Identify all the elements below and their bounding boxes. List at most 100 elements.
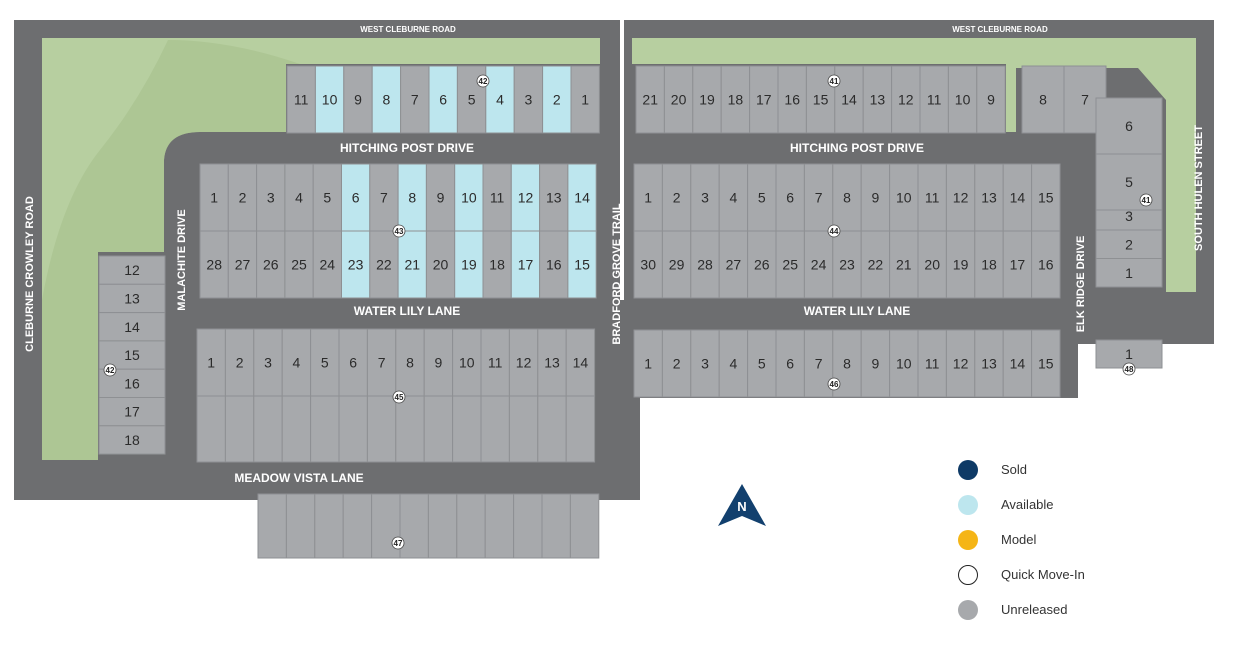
- lot-b45-top-4[interactable]: 4: [281, 328, 312, 397]
- lot-b45-top-13[interactable]: 13: [537, 328, 567, 397]
- lot-b45-bottom-11[interactable]: [480, 395, 510, 463]
- lot-b45-top-10[interactable]: 10: [452, 328, 482, 397]
- lot-b47-1[interactable]: [257, 493, 287, 559]
- lot-b45-bottom-7[interactable]: [366, 395, 397, 463]
- lot-b42-top-11[interactable]: 11: [286, 65, 316, 134]
- lot-b47-8[interactable]: [456, 493, 486, 559]
- lot-b43-bottom-15[interactable]: 15: [567, 230, 597, 299]
- lot-b45-bottom-10[interactable]: [452, 395, 482, 463]
- lot-b44-top-10[interactable]: 10: [889, 163, 919, 232]
- lot-b46-3[interactable]: 3: [690, 329, 720, 398]
- lot-b42-top-9[interactable]: 9: [343, 65, 373, 134]
- lot-b41-top-9[interactable]: 9: [976, 65, 1006, 134]
- lot-b43-bottom-27[interactable]: 27: [227, 230, 258, 299]
- lot-b42-left-14[interactable]: 14: [98, 312, 166, 342]
- lot-b44-bottom-21[interactable]: 21: [889, 230, 919, 299]
- lot-b44-bottom-24[interactable]: 24: [803, 230, 834, 299]
- lot-b41-top-20[interactable]: 20: [663, 65, 694, 134]
- lot-b44-top-1[interactable]: 1: [633, 163, 663, 232]
- lot-b46-2[interactable]: 2: [661, 329, 692, 398]
- lot-b42-top-6[interactable]: 6: [428, 65, 458, 134]
- lot-b43-bottom-25[interactable]: 25: [284, 230, 314, 299]
- lot-b41-top-13[interactable]: 13: [862, 65, 893, 134]
- lot-b43-bottom-28[interactable]: 28: [199, 230, 229, 299]
- lot-b42-top-1[interactable]: 1: [570, 65, 600, 134]
- lot-b43-top-14[interactable]: 14: [567, 163, 597, 232]
- lot-b43-top-8[interactable]: 8: [397, 163, 427, 232]
- lot-b41-top-14[interactable]: 14: [834, 65, 864, 134]
- lot-b43-top-7[interactable]: 7: [369, 163, 399, 232]
- lot-b43-top-2[interactable]: 2: [227, 163, 258, 232]
- lot-b41-right-top-6[interactable]: 6: [1095, 97, 1163, 155]
- lot-b45-top-2[interactable]: 2: [224, 328, 255, 397]
- lot-b42-top-10[interactable]: 10: [314, 65, 345, 134]
- lot-b44-top-11[interactable]: 11: [917, 163, 947, 232]
- lot-b42-left-18[interactable]: 18: [98, 425, 166, 455]
- lot-b43-top-11[interactable]: 11: [482, 163, 512, 232]
- lot-b46-1[interactable]: 1: [633, 329, 663, 398]
- lot-b41-top-corner-8[interactable]: 8: [1021, 65, 1065, 134]
- lot-b44-bottom-17[interactable]: 17: [1002, 230, 1033, 299]
- lot-b46-14[interactable]: 14: [1002, 329, 1033, 398]
- lot-b41-top-17[interactable]: 17: [749, 65, 779, 134]
- lot-b45-top-12[interactable]: 12: [508, 328, 539, 397]
- lot-b44-top-6[interactable]: 6: [775, 163, 805, 232]
- lot-b47-6[interactable]: [399, 493, 429, 559]
- lot-b41-top-16[interactable]: 16: [777, 65, 807, 134]
- lot-b43-bottom-16[interactable]: 16: [539, 230, 569, 299]
- lot-b42-left-17[interactable]: 17: [98, 397, 166, 427]
- lot-b42-left-13[interactable]: 13: [98, 283, 166, 314]
- lot-b44-bottom-20[interactable]: 20: [917, 230, 947, 299]
- lot-b41-top-11[interactable]: 11: [919, 65, 949, 134]
- lot-b43-top-3[interactable]: 3: [256, 163, 286, 232]
- lot-b44-top-5[interactable]: 5: [747, 163, 777, 232]
- lot-b45-top-8[interactable]: 8: [395, 328, 425, 397]
- lot-b46-15[interactable]: 15: [1031, 329, 1061, 398]
- lot-b45-bottom-4[interactable]: [281, 395, 312, 463]
- lot-b43-top-9[interactable]: 9: [425, 163, 456, 232]
- lot-b43-bottom-18[interactable]: 18: [482, 230, 512, 299]
- lot-b44-bottom-18[interactable]: 18: [974, 230, 1004, 299]
- lot-b44-top-7[interactable]: 7: [803, 163, 834, 232]
- lot-b43-top-10[interactable]: 10: [454, 163, 484, 232]
- lot-b41-top-15[interactable]: 15: [805, 65, 836, 134]
- lot-b46-9[interactable]: 9: [860, 329, 891, 398]
- lot-b43-bottom-20[interactable]: 20: [425, 230, 456, 299]
- lot-b45-bottom-9[interactable]: [423, 395, 454, 463]
- lot-b45-bottom-14[interactable]: [565, 395, 596, 463]
- lot-b41-top-18[interactable]: 18: [720, 65, 751, 134]
- lot-b43-bottom-24[interactable]: 24: [312, 230, 343, 299]
- lot-b42-top-2[interactable]: 2: [542, 65, 572, 134]
- lot-b43-bottom-23[interactable]: 23: [341, 230, 371, 299]
- lot-b45-bottom-6[interactable]: [338, 395, 368, 463]
- lot-b44-top-15[interactable]: 15: [1031, 163, 1061, 232]
- lot-b46-10[interactable]: 10: [889, 329, 919, 398]
- lot-b45-top-3[interactable]: 3: [253, 328, 283, 397]
- lot-b43-bottom-22[interactable]: 22: [369, 230, 399, 299]
- lot-b42-top-3[interactable]: 3: [513, 65, 544, 134]
- lot-b47-2[interactable]: [285, 493, 316, 559]
- lot-b43-top-1[interactable]: 1: [199, 163, 229, 232]
- lot-b43-top-13[interactable]: 13: [539, 163, 569, 232]
- lot-b46-5[interactable]: 5: [747, 329, 777, 398]
- lot-b43-bottom-21[interactable]: 21: [397, 230, 427, 299]
- lot-b41-top-19[interactable]: 19: [692, 65, 722, 134]
- lot-b44-top-2[interactable]: 2: [661, 163, 692, 232]
- lot-b45-bottom-1[interactable]: [196, 395, 226, 463]
- lot-b45-top-1[interactable]: 1: [196, 328, 226, 397]
- lot-b42-top-7[interactable]: 7: [400, 65, 430, 134]
- lot-b45-bottom-8[interactable]: [395, 395, 425, 463]
- lot-b41-top-10[interactable]: 10: [947, 65, 978, 134]
- lot-b41-top-21[interactable]: 21: [635, 65, 665, 134]
- lot-b44-bottom-26[interactable]: 26: [747, 230, 777, 299]
- lot-b47-12[interactable]: [569, 493, 600, 559]
- lot-b44-bottom-25[interactable]: 25: [775, 230, 805, 299]
- lot-b46-13[interactable]: 13: [974, 329, 1004, 398]
- lot-b44-bottom-28[interactable]: 28: [690, 230, 720, 299]
- lot-b42-left-12[interactable]: 12: [98, 255, 166, 285]
- lot-b43-top-6[interactable]: 6: [341, 163, 371, 232]
- lot-b45-top-5[interactable]: 5: [310, 328, 340, 397]
- lot-b47-3[interactable]: [314, 493, 344, 559]
- lot-b47-4[interactable]: [342, 493, 373, 559]
- lot-b41-right-1[interactable]: 1: [1095, 258, 1163, 288]
